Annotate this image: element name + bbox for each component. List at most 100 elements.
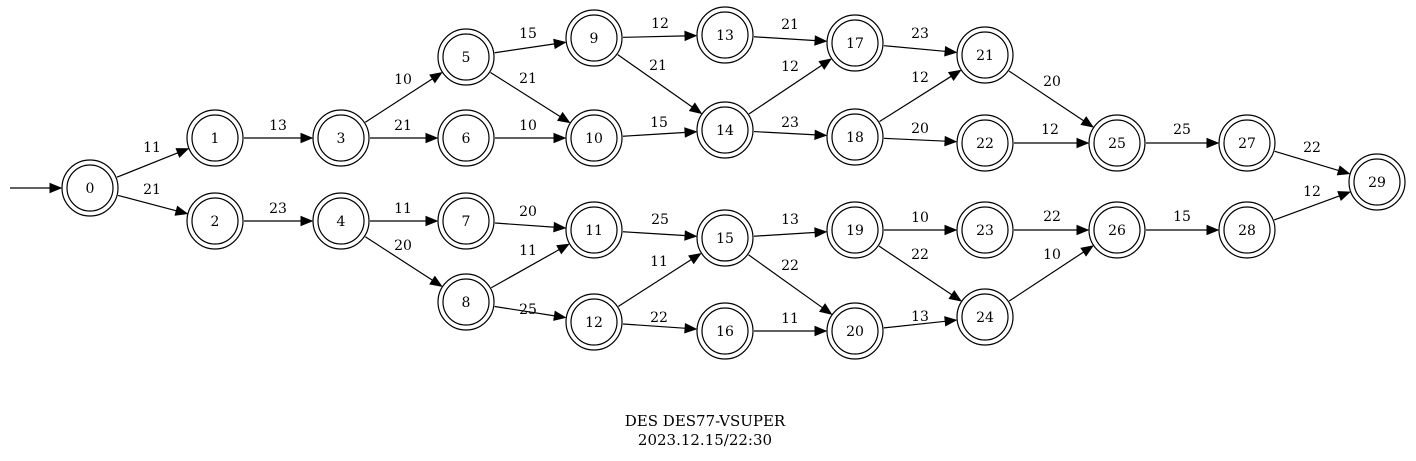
- transition-label: 25: [1173, 122, 1191, 138]
- transition-label: 25: [651, 212, 669, 228]
- transition-arrowhead: [175, 148, 190, 158]
- transition-label: 10: [394, 72, 412, 88]
- transition-line: [1273, 194, 1341, 221]
- state-outer-circle: [826, 302, 884, 360]
- state-label: 6: [462, 131, 471, 147]
- state-outer-circle: [826, 108, 884, 166]
- transition-arrowhead: [684, 322, 698, 334]
- state-14: 14: [696, 101, 754, 159]
- transition-arrowhead: [944, 316, 958, 327]
- state-label: 2: [211, 214, 220, 230]
- transition-arrowhead: [947, 69, 962, 82]
- transition-15-20: 22: [748, 254, 833, 315]
- state-12: 12: [565, 293, 623, 351]
- transition-arrowhead: [1076, 137, 1090, 149]
- state-11: 11: [565, 201, 623, 259]
- transition-line: [622, 35, 687, 38]
- transition-line: [622, 131, 687, 137]
- transition-label: 23: [269, 201, 287, 217]
- transition-26-28: 15: [1146, 209, 1220, 236]
- state-outer-circle: [186, 109, 244, 167]
- transition-arrowhead: [948, 290, 962, 302]
- state-inner-circle: [831, 19, 879, 67]
- state-outer-circle: [696, 209, 754, 267]
- edges-layer: 1121132310211120152110201125122115251122…: [10, 16, 1352, 337]
- transition-arrowhead: [819, 303, 833, 315]
- state-outer-circle: [696, 302, 754, 360]
- state-label: 0: [86, 181, 95, 197]
- transition-arrowhead: [1206, 224, 1220, 236]
- state-label: 11: [585, 223, 603, 239]
- state-inner-circle: [701, 106, 749, 154]
- transition-3-6: 21: [370, 118, 439, 144]
- state-outer-circle: [956, 26, 1014, 84]
- transition-line: [748, 254, 824, 309]
- transition-line: [753, 231, 817, 237]
- transition-17-21: 23: [883, 26, 958, 57]
- transition-arrowhead: [814, 325, 828, 337]
- transition-3-5: 10: [365, 72, 443, 123]
- transition-12-15: 11: [618, 252, 702, 307]
- transition-label: 12: [781, 59, 799, 75]
- caption: DES DES77-VSUPER 2023.12.15/22:30: [625, 412, 786, 449]
- state-inner-circle: [1093, 206, 1141, 254]
- transition-line: [753, 36, 817, 42]
- transition-arrowhead: [553, 221, 567, 233]
- transition-label: 13: [781, 212, 799, 228]
- transition-0-2: 21: [117, 182, 189, 216]
- transition-5-10: 21: [490, 71, 571, 124]
- transition-arrowhead: [814, 227, 828, 238]
- transition-9-14: 21: [617, 54, 703, 115]
- state-7: 7: [437, 192, 495, 250]
- transition-label: 10: [1043, 247, 1061, 263]
- transition-label: 11: [781, 311, 799, 327]
- state-outer-circle: [1088, 114, 1146, 172]
- state-23: 23: [956, 201, 1014, 259]
- transition-label: 22: [1303, 140, 1321, 156]
- transition-label: 22: [781, 258, 799, 274]
- transition-arrowhead: [684, 230, 698, 241]
- state-outer-circle: [565, 201, 623, 259]
- state-label: 20: [846, 324, 864, 340]
- state-outer-circle: [565, 9, 623, 67]
- state-inner-circle: [961, 31, 1009, 79]
- transition-line: [117, 194, 178, 212]
- state-18: 18: [826, 108, 884, 166]
- transition-line: [883, 45, 947, 53]
- state-label: 16: [716, 324, 734, 340]
- transition-4-7: 11: [370, 201, 439, 227]
- transition-label: 22: [650, 310, 668, 326]
- transition-arrowhead: [1080, 116, 1094, 128]
- state-25: 25: [1088, 114, 1146, 172]
- state-label: 29: [1368, 175, 1386, 191]
- state-24: 24: [956, 288, 1014, 346]
- state-inner-circle: [442, 114, 490, 162]
- state-label: 27: [1238, 136, 1256, 152]
- transition-6-10: 10: [495, 118, 567, 144]
- transition-line: [365, 236, 434, 282]
- state-inner-circle: [570, 114, 618, 162]
- state-label: 24: [976, 310, 994, 326]
- transition-line: [883, 137, 947, 142]
- transition-18-21: 12: [879, 69, 962, 123]
- state-label: 23: [976, 223, 994, 239]
- transition-line: [365, 77, 434, 123]
- state-outer-circle: [696, 101, 754, 159]
- state-inner-circle: [191, 114, 239, 162]
- transition-22-25: 12: [1014, 122, 1090, 149]
- state-outer-circle: [312, 109, 370, 167]
- state-inner-circle: [701, 307, 749, 355]
- transition-label: 15: [650, 115, 668, 131]
- state-outer-circle: [437, 109, 495, 167]
- transition-23-26: 22: [1014, 209, 1090, 236]
- state-inner-circle: [961, 293, 1009, 341]
- transition-18-22: 20: [883, 121, 958, 147]
- state-inner-circle: [317, 114, 365, 162]
- state-outer-circle: [186, 192, 244, 250]
- state-outer-circle: [437, 28, 495, 86]
- transition-0-1: 11: [116, 140, 190, 178]
- transition-28-29: 12: [1273, 184, 1352, 221]
- state-5: 5: [437, 28, 495, 86]
- state-label: 25: [1108, 136, 1126, 152]
- transition-2-4: 23: [244, 201, 314, 227]
